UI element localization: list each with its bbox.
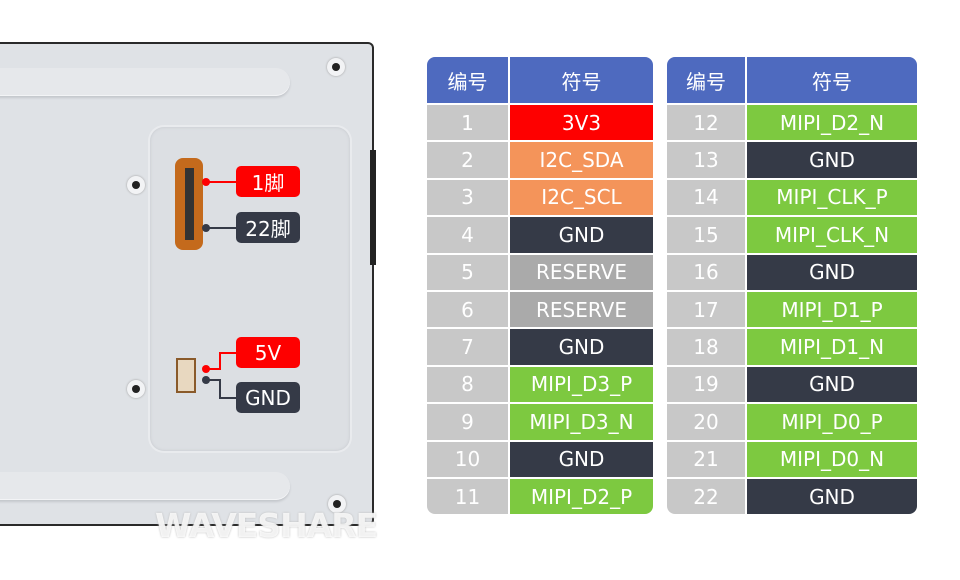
header-number: 编号 [667,57,745,103]
pin-number: 19 [667,366,745,403]
pin-number: 8 [427,366,508,403]
gnd-label: GND [236,382,300,413]
pin-symbol: RESERVE [510,254,653,290]
screw-icon [328,495,346,513]
pin-symbol: 3V3 [510,105,653,141]
pin22-leader [206,227,238,229]
pin-symbol: MIPI_D3_N [510,404,653,440]
pin-number: 4 [427,217,508,253]
pin-number: 7 [427,329,508,365]
5v-leader [206,368,220,370]
pin-symbol: MIPI_D1_N [747,329,917,365]
pin-symbol: GND [747,366,917,403]
pin-symbol: MIPI_D0_P [747,404,917,440]
5v-leader [219,352,239,354]
pin-symbol: RESERVE [510,291,653,328]
pin-symbol: GND [747,254,917,290]
pin-number: 12 [667,105,745,141]
pin-number: 13 [667,142,745,178]
pin-symbol: GND [510,329,653,365]
pin-number: 11 [427,478,508,515]
pin-symbol: MIPI_D2_N [747,105,917,141]
pin-symbol: MIPI_D0_N [747,441,917,477]
pin-symbol: MIPI_CLK_P [747,179,917,216]
pin-symbol: MIPI_CLK_N [747,217,917,253]
screw-icon [127,176,145,194]
pin-symbol: MIPI_D2_P [510,478,653,515]
pin-number: 17 [667,291,745,328]
pin-symbol: MIPI_D1_P [747,291,917,328]
pin-number: 14 [667,179,745,216]
pin22-label: 22脚 [236,212,300,243]
pin-number: 6 [427,291,508,328]
watermark: WAVESHARE [155,506,378,545]
gnd-leader [219,379,221,398]
screw-icon [327,58,345,76]
5v-label: 5V [236,337,300,368]
pin-number: 9 [427,404,508,440]
panel-edge [370,150,376,265]
pin-number: 22 [667,478,745,515]
header-symbol: 符号 [747,57,917,103]
pin-number: 5 [427,254,508,290]
pin-symbol: GND [510,441,653,477]
panel-groove [0,472,290,500]
pin-number: 20 [667,404,745,440]
pin1-leader [206,181,238,183]
pin-symbol: GND [747,478,917,515]
gnd-leader [206,379,220,381]
pin-symbol: GND [510,217,653,253]
power-connector [176,358,196,393]
pin-number: 15 [667,217,745,253]
pin-symbol: I2C_SCL [510,179,653,216]
header-symbol: 符号 [510,57,653,103]
pin-number: 18 [667,329,745,365]
pin-symbol: GND [747,142,917,178]
pin-number: 1 [427,105,508,141]
header-number: 编号 [427,57,508,103]
display-back-panel [0,42,374,526]
gnd-leader [219,397,239,399]
pin-number: 2 [427,142,508,178]
pin-symbol: I2C_SDA [510,142,653,178]
screw-icon [127,380,145,398]
pin-number: 3 [427,179,508,216]
fpc-connector [175,158,203,250]
pin-symbol: MIPI_D3_P [510,366,653,403]
panel-groove [0,68,290,96]
pin-number: 21 [667,441,745,477]
pin-number: 10 [427,441,508,477]
pin-number: 16 [667,254,745,290]
pin1-label: 1脚 [236,166,300,197]
5v-leader [219,352,221,370]
